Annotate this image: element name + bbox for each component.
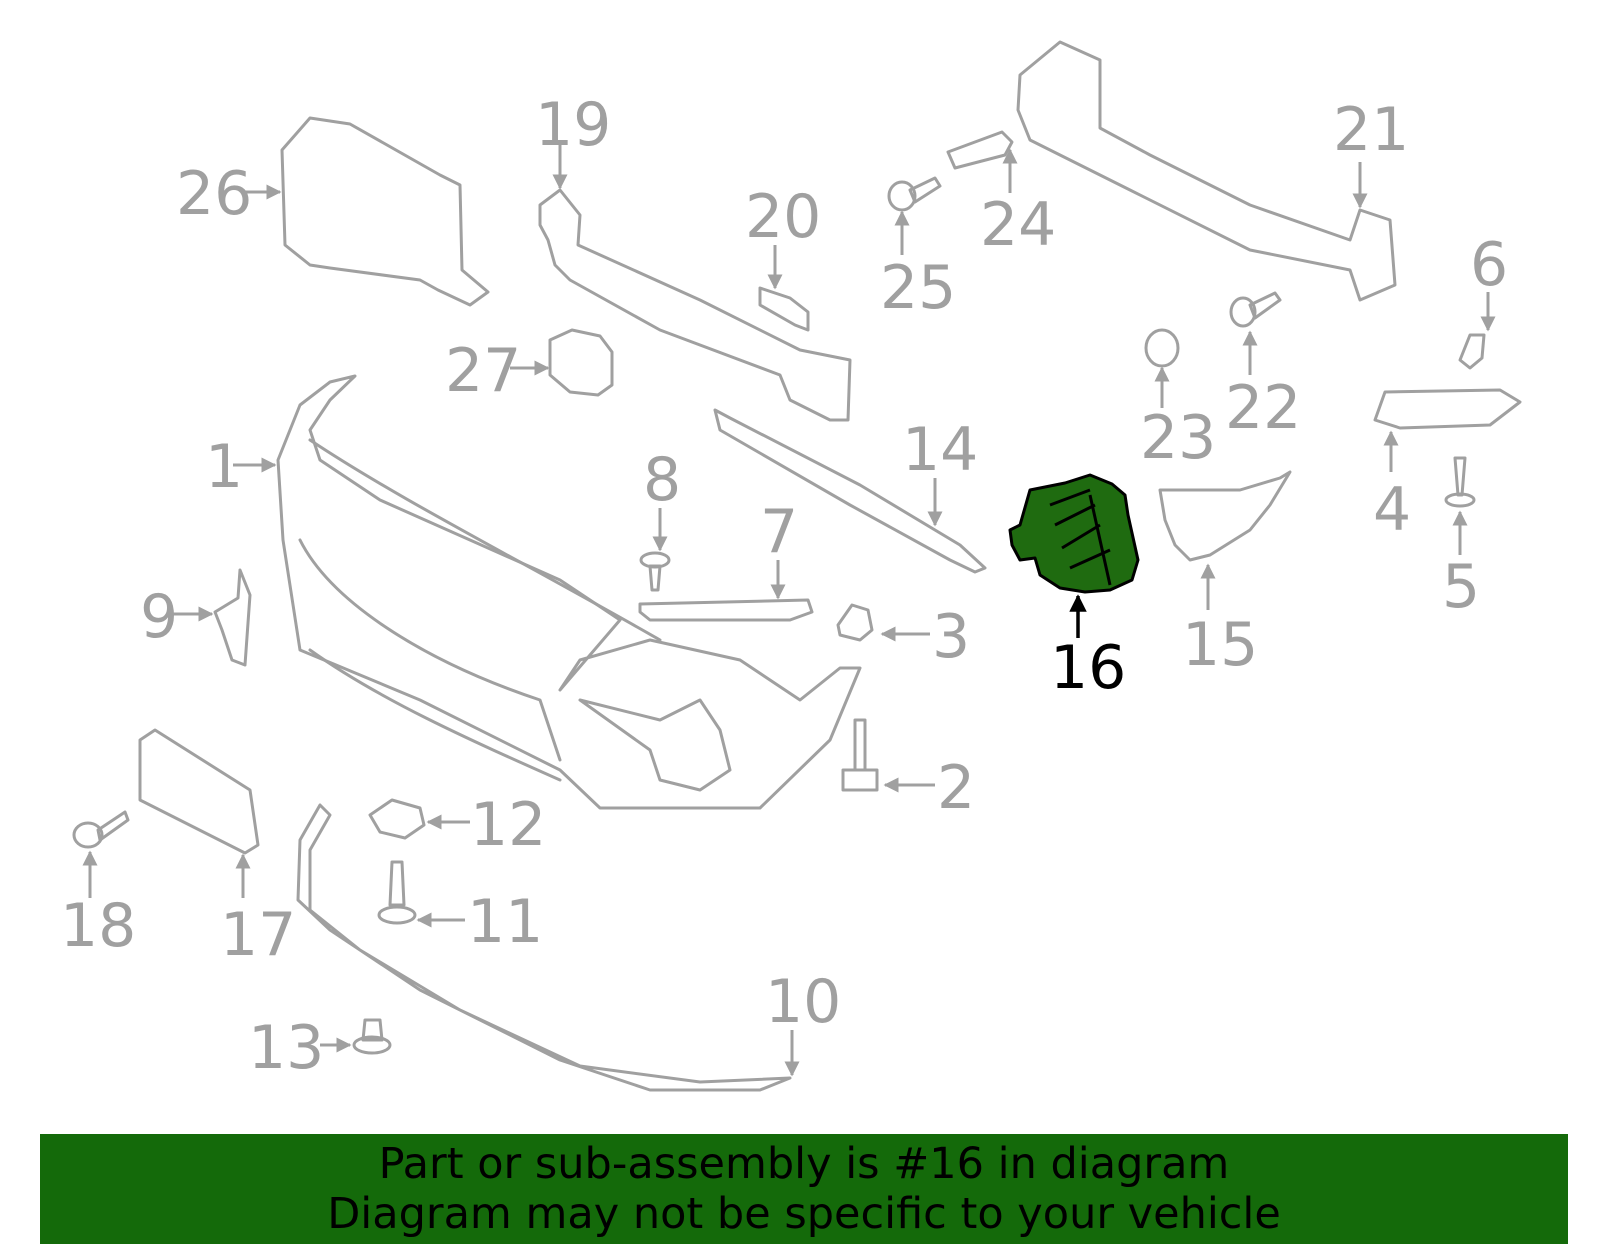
banner-line-1: Part or sub-assembly is #16 in diagram (378, 1139, 1230, 1189)
callout-5[interactable]: 5 (1442, 510, 1480, 622)
callout-label: 18 (60, 891, 136, 961)
part-27-bracket[interactable] (548, 328, 614, 397)
part-16-fog-lamp-bezel[interactable] (1008, 473, 1140, 594)
callout-label: 17 (220, 900, 296, 970)
part-19-absorber[interactable] (538, 188, 852, 422)
callout-label: 13 (248, 1013, 324, 1083)
callout-7[interactable]: 7 (760, 497, 798, 600)
callout-22[interactable]: 22 (1225, 330, 1301, 443)
callout-3[interactable]: 3 (880, 602, 970, 672)
callout-1[interactable]: 1 (205, 432, 277, 502)
callout-label: 3 (932, 602, 970, 672)
part-22-bolt[interactable] (1229, 291, 1282, 328)
callout-label-highlighted: 16 (1050, 633, 1126, 703)
callout-label: 9 (140, 582, 178, 652)
part-23-nut[interactable] (1144, 328, 1180, 368)
callout-13[interactable]: 13 (248, 1013, 352, 1083)
callout-label: 11 (467, 887, 543, 957)
callout-10[interactable]: 10 (765, 967, 841, 1077)
callout-label: 23 (1140, 403, 1216, 473)
callout-label: 6 (1470, 230, 1508, 300)
part-2-bolt[interactable] (841, 718, 879, 792)
part-17-bracket[interactable] (138, 728, 260, 855)
part-9-bracket[interactable] (213, 568, 252, 667)
callout-label: 15 (1182, 610, 1258, 680)
callout-label: 19 (535, 90, 611, 160)
callout-label: 26 (176, 159, 252, 229)
part-15-bracket[interactable] (1158, 470, 1292, 562)
callout-16[interactable]: 16 (1050, 594, 1126, 703)
callout-27[interactable]: 27 (445, 336, 550, 406)
callout-label: 4 (1373, 475, 1411, 545)
callout-label: 24 (980, 190, 1056, 260)
callout-label: 5 (1442, 552, 1480, 622)
parts-diagram: 1 2 3 4 5 6 7 8 (60, 40, 1522, 1092)
callout-9[interactable]: 9 (140, 582, 214, 652)
part-26-sensor-module[interactable] (280, 116, 490, 307)
part-13-clip[interactable] (352, 1018, 392, 1055)
parts-layer (72, 40, 1522, 1092)
callout-24[interactable]: 24 (980, 148, 1056, 260)
callout-26[interactable]: 26 (176, 159, 282, 229)
callout-label: 27 (445, 336, 521, 406)
callout-23[interactable]: 23 (1140, 366, 1216, 473)
part-20-bracket[interactable] (758, 286, 810, 332)
callout-2[interactable]: 2 (883, 753, 975, 823)
part-25-bolt[interactable] (887, 176, 942, 212)
part-11-bolt[interactable] (377, 860, 417, 925)
info-banner: Part or sub-assembly is #16 in diagram D… (40, 1134, 1568, 1244)
callouts-layer: 1 2 3 4 5 6 7 8 (60, 90, 1508, 1083)
callout-label: 7 (760, 497, 798, 567)
part-5-screw[interactable] (1444, 456, 1476, 508)
callout-label: 22 (1225, 373, 1301, 443)
part-6-clip[interactable] (1458, 333, 1486, 370)
callout-label: 10 (765, 967, 841, 1037)
banner-line-2: Diagram may not be specific to your vehi… (327, 1189, 1281, 1239)
part-1-bumper-cover[interactable] (276, 374, 862, 810)
part-8-screw[interactable] (639, 551, 671, 592)
callout-label: 21 (1333, 95, 1409, 165)
callout-20[interactable]: 20 (745, 182, 821, 290)
callout-6[interactable]: 6 (1470, 230, 1508, 332)
part-21-reinforcement[interactable] (1016, 40, 1397, 302)
callout-18[interactable]: 18 (60, 850, 136, 961)
part-12-nut[interactable] (368, 798, 426, 840)
part-7-strip[interactable] (638, 598, 814, 622)
callout-8[interactable]: 8 (643, 445, 681, 552)
callout-label: 2 (937, 753, 975, 823)
callout-21[interactable]: 21 (1333, 95, 1409, 209)
part-24-clip[interactable] (946, 130, 1014, 170)
callout-label: 1 (205, 432, 243, 502)
part-18-screw[interactable] (72, 810, 130, 849)
callout-label: 8 (643, 445, 681, 515)
part-14-strip[interactable] (713, 408, 987, 574)
callout-label: 20 (745, 182, 821, 252)
callout-label: 25 (880, 253, 956, 323)
callout-14[interactable]: 14 (902, 415, 978, 527)
callout-12[interactable]: 12 (426, 790, 546, 860)
callout-19[interactable]: 19 (535, 90, 611, 190)
callout-4[interactable]: 4 (1373, 430, 1411, 545)
callout-label: 12 (470, 790, 546, 860)
callout-label: 14 (902, 415, 978, 485)
callout-17[interactable]: 17 (220, 853, 296, 970)
callout-11[interactable]: 11 (416, 887, 543, 957)
callout-25[interactable]: 25 (880, 210, 956, 323)
callout-15[interactable]: 15 (1182, 563, 1258, 680)
part-10-lower-lip[interactable] (296, 803, 792, 1092)
part-3-clip[interactable] (836, 603, 874, 642)
part-4-bracket[interactable] (1373, 388, 1522, 430)
